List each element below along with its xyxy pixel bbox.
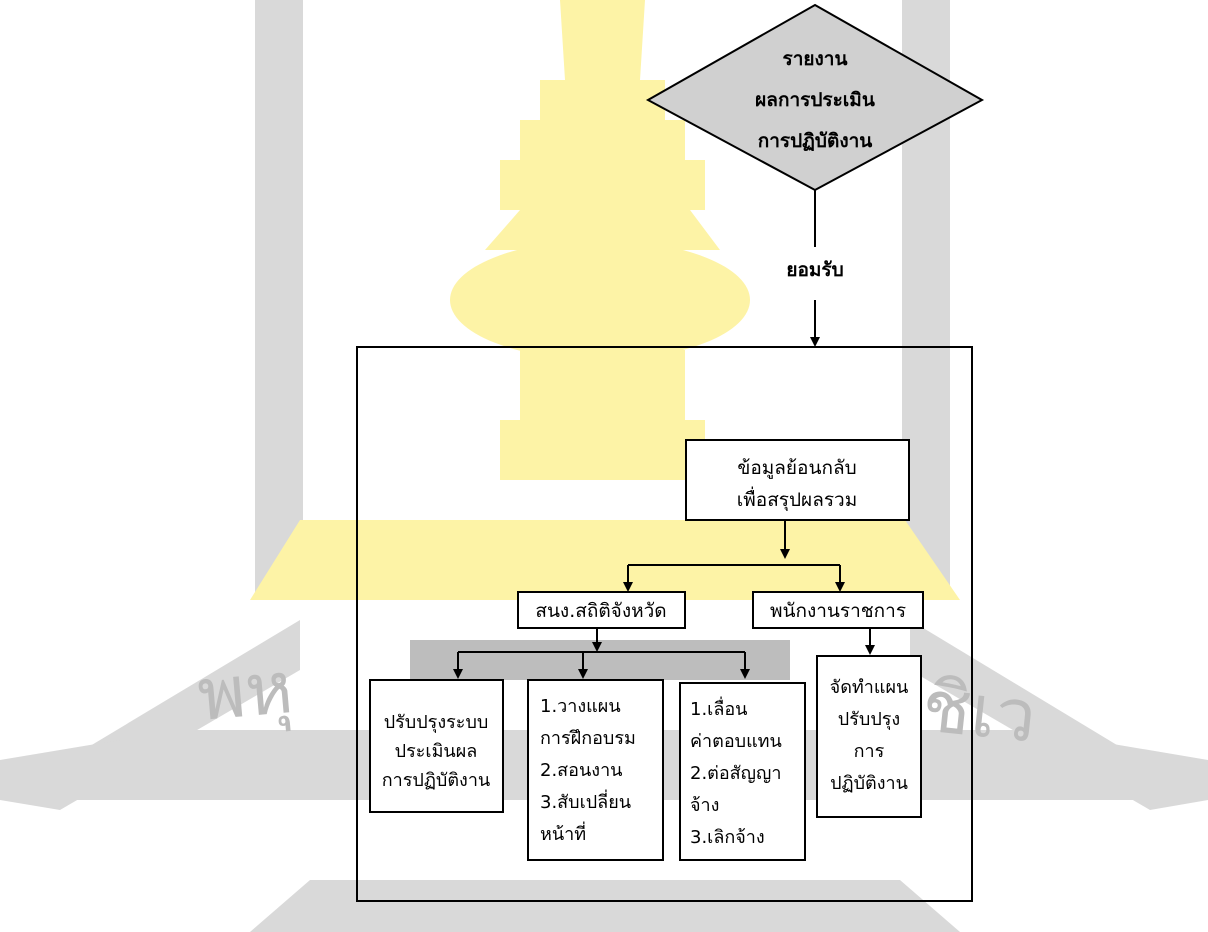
result-3-line-4: จ้าง [690,795,719,816]
svg-text:พหุ: พหุ [194,645,296,739]
result-4-line-1: จัดทำแผน [830,677,909,698]
staff-label: พนักงานราชการ [770,600,906,622]
svg-text:ชิเว: ชิเว [918,663,1040,758]
result-3-line-2: ค่าตอบแทน [690,731,782,752]
result-2-line-3: 2.สอนงาน [540,760,622,781]
decision-node: รายงาน ผลการประเมิน การปฏิบัติงาน [645,3,985,192]
result-1-line-3: การปฏิบัติงาน [382,770,491,791]
feedback-line-2: เพื่อสรุปผลรวม [737,486,857,512]
result-node-1: ปรับปรุงระบบ ประเมินผล การปฏิบัติงาน [369,679,504,813]
result-2-line-4: 3.สับเปลี่ยน [540,789,631,813]
result-box-3 [679,682,806,861]
staff-box [752,591,924,629]
accept-label: ยอมรับ [786,259,843,281]
decision-line-3: การปฏิบัติงาน [758,130,873,152]
office-node: สนง.สถิติจังหวัด [517,591,686,629]
feedback-node: ข้อมูลย้อนกลับ เพื่อสรุปผลรวม [685,439,910,521]
result-4-line-3: การ [854,741,885,762]
decision-line-1: รายงาน [783,48,848,70]
result-2-line-1: 1.วางแผน [540,696,621,717]
result-node-3: 1.เลื่อน ค่าตอบแทน 2.ต่อสัญญา จ้าง 3.เลิ… [679,682,806,861]
result-4-line-4: ปฏิบัติงาน [830,773,908,794]
decision-line-2: ผลการประเมิน [755,89,875,111]
result-3-line-3: 2.ต่อสัญญา [690,763,781,784]
result-3-line-5: 3.เลิกจ้าง [690,827,765,848]
result-3-line-1: 1.เลื่อน [690,696,747,720]
result-1-line-2: ประเมินผล [395,741,478,762]
result-2-line-2: การฝึกอบรม [540,728,636,749]
result-box-1 [369,679,504,813]
feedback-box [685,439,910,521]
office-label: สนง.สถิติจังหวัด [535,600,666,622]
result-1-line-1: ปรับปรุงระบบ [384,712,489,733]
outcome-container [356,346,973,902]
result-4-line-2: ปรับปรุง [838,709,900,730]
result-box-4 [816,655,922,818]
office-box [517,591,686,629]
feedback-line-1: ข้อมูลย้อนกลับ [737,457,856,479]
result-box-2 [527,679,664,861]
result-node-4: จัดทำแผน ปรับปรุง การ ปฏิบัติงาน [816,655,922,818]
watermark-stupa [250,0,960,600]
watermark-lettering: พหุ ชิเว [194,645,1040,759]
result-node-2: 1.วางแผน การฝึกอบรม 2.สอนงาน 3.สับเปลี่ย… [527,679,664,861]
staff-node: พนักงานราชการ [752,591,924,629]
result-2-line-5: หน้าที่ [540,821,586,845]
